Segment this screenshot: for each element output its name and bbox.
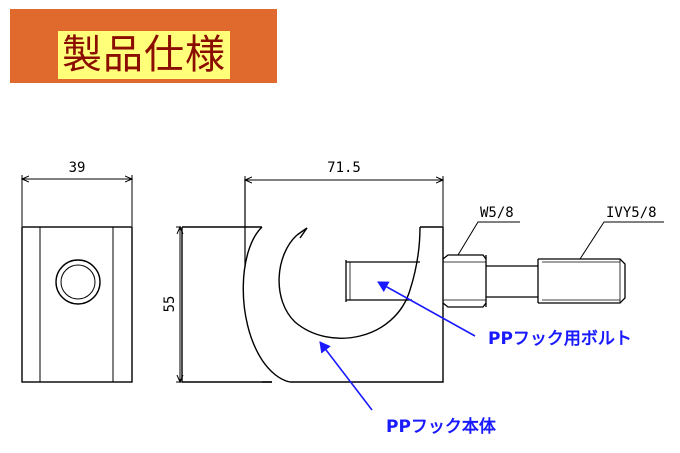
dimension-55-label: 55 <box>162 296 178 313</box>
dimension-width-side <box>245 176 443 226</box>
dimension-width-front <box>22 175 132 226</box>
front-view-outline <box>21 226 133 383</box>
body-callout-label: PPフック本体 <box>386 416 497 437</box>
bolt-hole-inner-circle <box>60 264 96 300</box>
dimension-height <box>176 227 181 382</box>
body-callout-arrow <box>319 341 373 411</box>
side-view-hook-body <box>181 180 444 383</box>
bolt-callout-arrow <box>377 281 476 337</box>
dimension-71-5-label: 71.5 <box>327 160 361 176</box>
bolt-callout-label: PPフック用ボルト <box>488 329 632 349</box>
dimension-39-label: 39 <box>69 160 86 176</box>
thread-leaders <box>457 221 664 260</box>
thread-ivy-label: IVY5/8 <box>606 205 657 221</box>
bolt-hole-outer-circle <box>55 259 101 305</box>
page-title: 製品仕様 <box>58 31 230 79</box>
front-view <box>21 226 133 383</box>
bolt <box>345 254 626 308</box>
thread-w-label: W5/8 <box>480 205 514 221</box>
callout-arrows <box>319 281 476 411</box>
